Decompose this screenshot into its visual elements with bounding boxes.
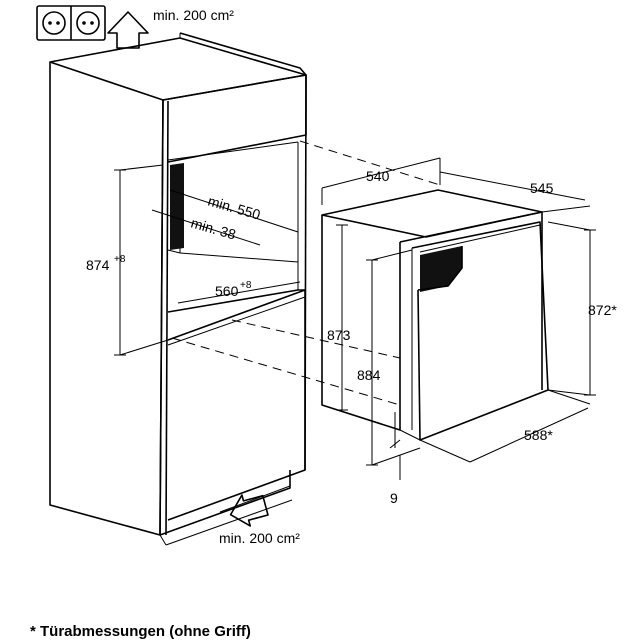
niche-height-label: 874 — [86, 257, 110, 273]
door-height-dimension — [547, 221, 596, 396]
niche-height-tolerance: +8 — [114, 254, 126, 265]
tall-cabinet — [49, 32, 307, 546]
door-width-label: 588* — [524, 427, 553, 443]
appliance-depth-label: 545 — [530, 180, 554, 196]
rear-gap-label: min. 38 — [189, 215, 238, 243]
appliance-width-label: 540 — [366, 168, 390, 184]
niche-width-dimension — [177, 281, 301, 304]
niche-depth-dimension — [169, 189, 299, 233]
door-width-dimension — [419, 389, 591, 463]
plinth-offset-label: 9 — [390, 490, 398, 506]
total-height-label: 884 — [357, 367, 381, 383]
niche-depth-label: min. 550 — [206, 193, 262, 223]
niche-height-dimension — [114, 164, 169, 356]
rear-gap-dimension — [151, 209, 261, 246]
niche-width-tolerance: +8 — [240, 280, 252, 291]
appliance-depth-dimension — [439, 171, 591, 213]
bottom-vent-label: min. 200 cm² — [219, 530, 300, 546]
top-vent-label: min. 200 cm² — [153, 7, 234, 23]
bottom-airflow-arrow-icon — [229, 494, 269, 527]
appliance-body — [321, 189, 549, 441]
appliance-width-dimension — [321, 157, 441, 205]
body-height-dimension — [336, 224, 348, 411]
plinth-offset-dimension — [389, 412, 401, 480]
niche-width-label: 560 — [215, 283, 239, 299]
power-socket-icon — [36, 5, 106, 41]
door-height-label: 872* — [588, 302, 617, 318]
body-height-label: 873 — [327, 327, 351, 343]
top-airflow-arrow-icon — [107, 11, 149, 49]
footnote: * Türabmessungen (ohne Griff) — [30, 623, 251, 640]
total-height-dimension — [366, 249, 421, 466]
